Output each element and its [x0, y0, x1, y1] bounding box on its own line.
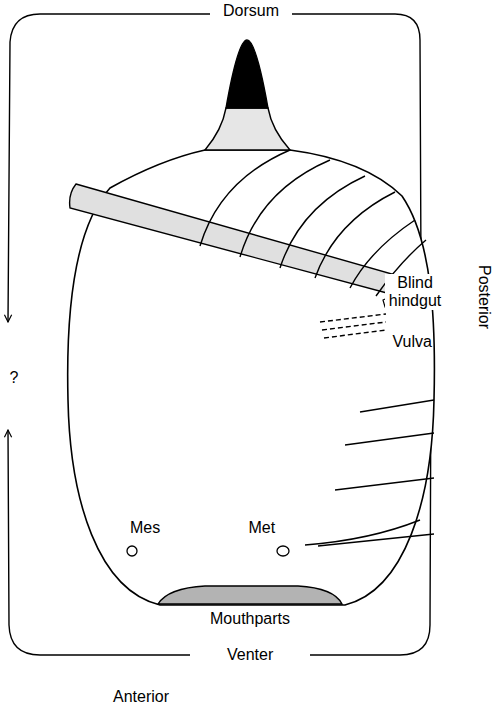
dorsal-band: [70, 184, 413, 300]
spiracle: [127, 546, 137, 556]
part-label: Met: [248, 519, 277, 537]
vulva-line: [324, 330, 386, 338]
part-label: Anterior: [112, 688, 170, 706]
segment-line: [345, 433, 434, 445]
spiracle: [277, 546, 289, 556]
segment-line: [200, 150, 290, 246]
segment-line: [315, 192, 395, 278]
part-label: Mouthparts: [209, 610, 291, 628]
part-label: Venter: [226, 646, 274, 664]
cone-tip: [226, 40, 268, 108]
mouthparts: [158, 586, 342, 604]
part-label: ?: [9, 369, 20, 387]
segment-line: [335, 478, 434, 490]
part-label: Posterior: [475, 264, 493, 330]
vulva-line: [322, 322, 386, 330]
part-label: Blind hindgut: [385, 274, 445, 310]
part-label: Dorsum: [222, 2, 280, 20]
body-outline: [68, 150, 435, 605]
segment-line: [305, 520, 420, 545]
vulva-line: [320, 314, 386, 322]
segment-line: [318, 534, 434, 546]
cone-band: [205, 108, 290, 150]
part-label: Vulva: [392, 333, 433, 351]
segment-line: [360, 400, 434, 412]
part-label: Mes: [129, 519, 161, 537]
